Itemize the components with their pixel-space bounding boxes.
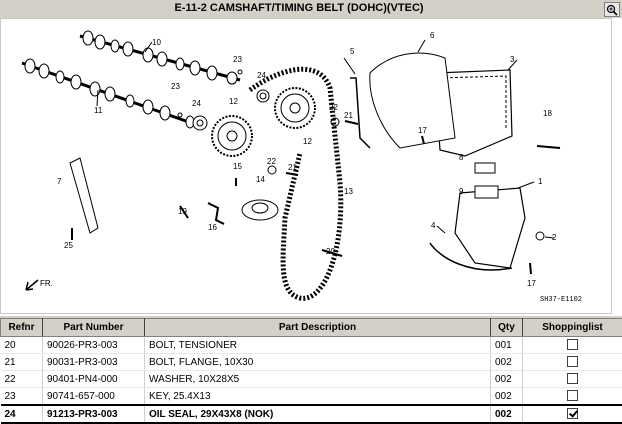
description-cell: WASHER, 10X28X5 xyxy=(145,371,491,388)
header-part-number[interactable]: Part Number xyxy=(43,319,145,337)
header-refnr[interactable]: Refnr xyxy=(1,319,43,337)
shoppinglist-checkbox[interactable] xyxy=(567,373,578,384)
part-number-cell: 90026-PR3-003 xyxy=(43,337,145,354)
qty-cell: 002 xyxy=(491,354,523,371)
qty-cell: 002 xyxy=(491,405,523,423)
header-part-description[interactable]: Part Description xyxy=(145,319,491,337)
shoppinglist-checkbox[interactable] xyxy=(567,356,578,367)
qty-cell: 002 xyxy=(491,371,523,388)
refnr-cell: 22 xyxy=(1,371,43,388)
refnr-cell: 24 xyxy=(1,405,43,423)
description-cell: KEY, 25.4X13 xyxy=(145,388,491,406)
table-header-row: Refnr Part Number Part Description Qty S… xyxy=(1,319,622,337)
description-cell: BOLT, FLANGE, 10X30 xyxy=(145,354,491,371)
magnifier-icon xyxy=(606,4,618,16)
table-row[interactable]: 20 90026-PR3-003 BOLT, TENSIONER 001 xyxy=(1,337,622,354)
table-row[interactable]: 21 90031-PR3-003 BOLT, FLANGE, 10X30 002 xyxy=(1,354,622,371)
table-row[interactable]: 22 90401-PN4-000 WASHER, 10X28X5 002 xyxy=(1,371,622,388)
header-qty[interactable]: Qty xyxy=(491,319,523,337)
zoom-button[interactable] xyxy=(604,2,620,17)
parts-table: Refnr Part Number Part Description Qty S… xyxy=(0,318,622,424)
header-shoppinglist[interactable]: Shoppinglist xyxy=(523,319,622,337)
table-row[interactable]: 23 90741-657-000 KEY, 25.4X13 002 xyxy=(1,388,622,406)
shoppinglist-cell xyxy=(523,337,622,354)
description-cell: OIL SEAL, 29X43X8 (NOK) xyxy=(145,405,491,423)
qty-cell: 002 xyxy=(491,388,523,406)
qty-cell: 001 xyxy=(491,337,523,354)
table-row-selected[interactable]: 24 91213-PR3-003 OIL SEAL, 29X43X8 (NOK)… xyxy=(1,405,622,423)
shoppinglist-checkbox[interactable] xyxy=(567,408,578,419)
shoppinglist-cell xyxy=(523,388,622,406)
part-number-cell: 90401-PN4-000 xyxy=(43,371,145,388)
refnr-cell: 20 xyxy=(1,337,43,354)
title-bar: E-11-2 CAMSHAFT/TIMING BELT (DOHC)(VTEC) xyxy=(0,0,622,19)
page-title: E-11-2 CAMSHAFT/TIMING BELT (DOHC)(VTEC) xyxy=(0,2,598,14)
diagram-frame xyxy=(0,18,612,314)
part-number-cell: 91213-PR3-003 xyxy=(43,405,145,423)
part-number-cell: 90031-PR3-003 xyxy=(43,354,145,371)
shoppinglist-cell xyxy=(523,371,622,388)
description-cell: BOLT, TENSIONER xyxy=(145,337,491,354)
refnr-cell: 21 xyxy=(1,354,43,371)
shoppinglist-cell xyxy=(523,354,622,371)
shoppinglist-checkbox[interactable] xyxy=(567,390,578,401)
refnr-cell: 23 xyxy=(1,388,43,406)
part-number-cell: 90741-657-000 xyxy=(43,388,145,406)
shoppinglist-cell xyxy=(523,405,622,423)
shoppinglist-checkbox[interactable] xyxy=(567,339,578,350)
